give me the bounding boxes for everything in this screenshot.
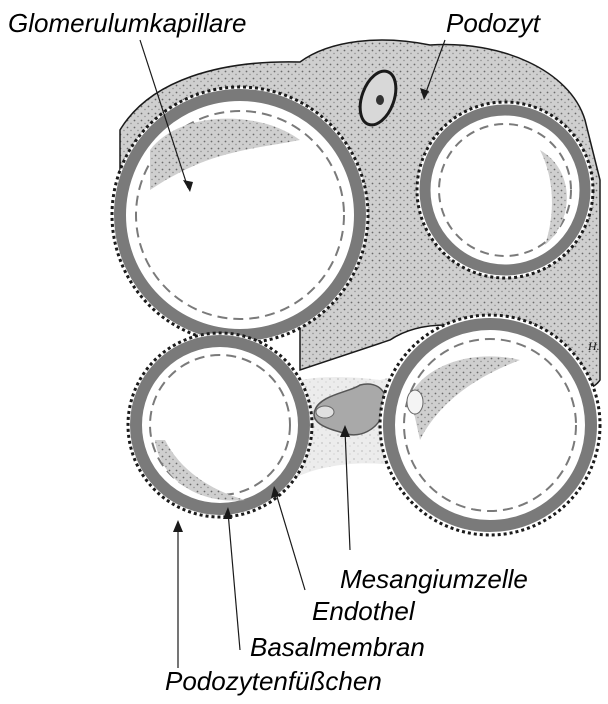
- label-podozyt: Podozyt: [446, 10, 540, 36]
- arrowhead-podozytenfuesschen: [173, 520, 183, 532]
- label-basalmembran: Basalmembran: [250, 634, 425, 660]
- label-podozytenfuesschen: Podozytenfüßchen: [165, 668, 382, 694]
- label-glomerulumkapillare: Glomerulumkapillare: [8, 10, 246, 36]
- capillary-lower-right: [380, 315, 600, 535]
- capillary-lower-left: [128, 333, 312, 517]
- capillary-upper-left: [112, 87, 368, 343]
- leader-endothel: [275, 490, 305, 590]
- label-endothel: Endothel: [312, 598, 415, 624]
- label-mesangiumzelle: Mesangiumzelle: [340, 566, 528, 592]
- leader-basalmembran: [228, 512, 240, 650]
- capillary-upper-right: [417, 102, 593, 278]
- artist-signature: H.: [587, 339, 600, 353]
